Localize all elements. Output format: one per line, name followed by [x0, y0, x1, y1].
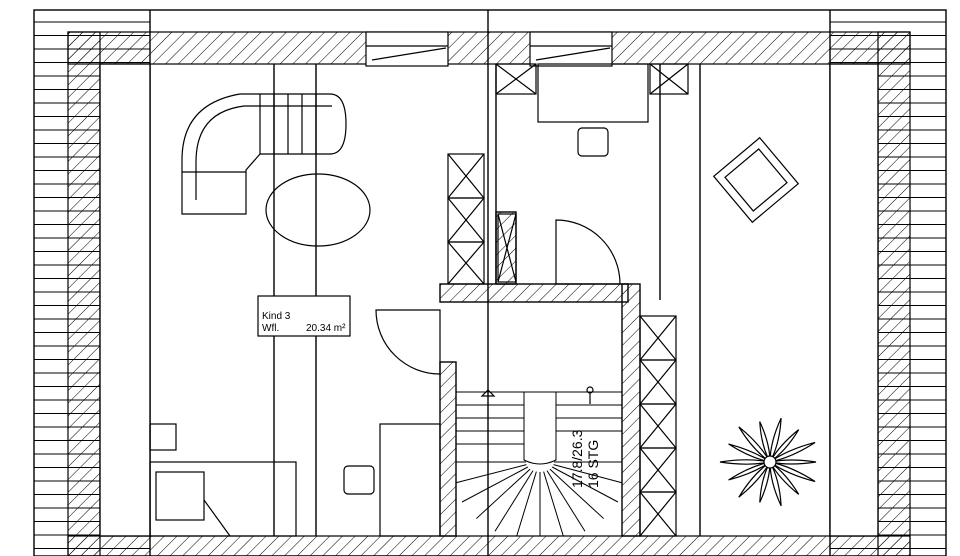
- cabinet-cross: [639, 447, 677, 493]
- cabinets: [447, 63, 689, 537]
- room-name: Kind 3: [262, 311, 291, 322]
- stair-winder: [494, 470, 534, 532]
- plant-leaf: [719, 459, 771, 465]
- stair-newel: [523, 392, 557, 465]
- plant: [719, 417, 817, 507]
- stair-winder: [461, 466, 529, 503]
- plant-leaf: [769, 461, 800, 495]
- plant-leaf: [738, 426, 771, 463]
- plant-leaf: [728, 443, 771, 463]
- cabinet-box: [639, 491, 677, 537]
- cabinet-cross: [639, 315, 677, 361]
- plant-leaf: [769, 461, 782, 507]
- stair-labels: 17.8/26.3 16 STG: [569, 429, 601, 488]
- stair-winder: [455, 464, 527, 484]
- stair-winder: [551, 466, 619, 503]
- cabinet-cross: [447, 197, 485, 243]
- plant-leaf: [769, 459, 817, 465]
- cabinet-cross: [639, 491, 677, 537]
- stair-arrow: [480, 386, 594, 404]
- staircase: [455, 391, 623, 537]
- interior-walls: [273, 10, 701, 556]
- roof-window-right: [529, 31, 613, 67]
- roof-window-left: [365, 31, 449, 67]
- cabinet-box: [649, 63, 689, 95]
- armchair: [712, 136, 800, 224]
- plant-leaf: [759, 461, 771, 503]
- exterior-walls: [67, 31, 911, 556]
- stair-winder: [546, 470, 586, 532]
- plant-leaf: [769, 441, 816, 463]
- cabinet-cross: [649, 63, 689, 95]
- stair-outline: [455, 391, 623, 537]
- plant-leaf: [769, 429, 800, 463]
- doors: [375, 219, 621, 375]
- stair-rise-run: 17.8/26.3: [569, 429, 585, 488]
- room-area-value: 20.34 m²: [306, 323, 346, 334]
- desk: [149, 423, 441, 537]
- plant-leaf: [759, 421, 771, 463]
- bed: [537, 63, 649, 157]
- stair-winder: [476, 468, 531, 519]
- stair-steps: 16 STG: [585, 440, 601, 488]
- cabinet-cross: [497, 213, 517, 283]
- stair-winder: [553, 464, 623, 484]
- plant-leaf: [738, 461, 771, 498]
- cabinet-cross: [639, 403, 677, 449]
- room-area-label: Wfl.: [262, 323, 279, 334]
- cabinet-cross: [495, 63, 537, 95]
- cabinet-cross: [639, 359, 677, 405]
- cabinet-box: [447, 241, 485, 285]
- cabinet-cross: [447, 153, 485, 199]
- stair-winder: [543, 471, 564, 537]
- stair-winder: [549, 468, 604, 519]
- cabinet-box: [495, 63, 537, 95]
- cabinet-box: [497, 213, 517, 283]
- room-label-box: Kind 3 Wfl. 20.34 m²: [257, 295, 351, 337]
- cabinet-cross: [447, 241, 485, 285]
- plant-pot: [763, 455, 777, 469]
- sofa: [181, 93, 347, 215]
- plant-leaf: [728, 461, 771, 481]
- plant-leaf: [769, 417, 782, 463]
- plant-leaf: [769, 461, 816, 483]
- round-table: [265, 173, 371, 247]
- stair-winder: [516, 471, 537, 537]
